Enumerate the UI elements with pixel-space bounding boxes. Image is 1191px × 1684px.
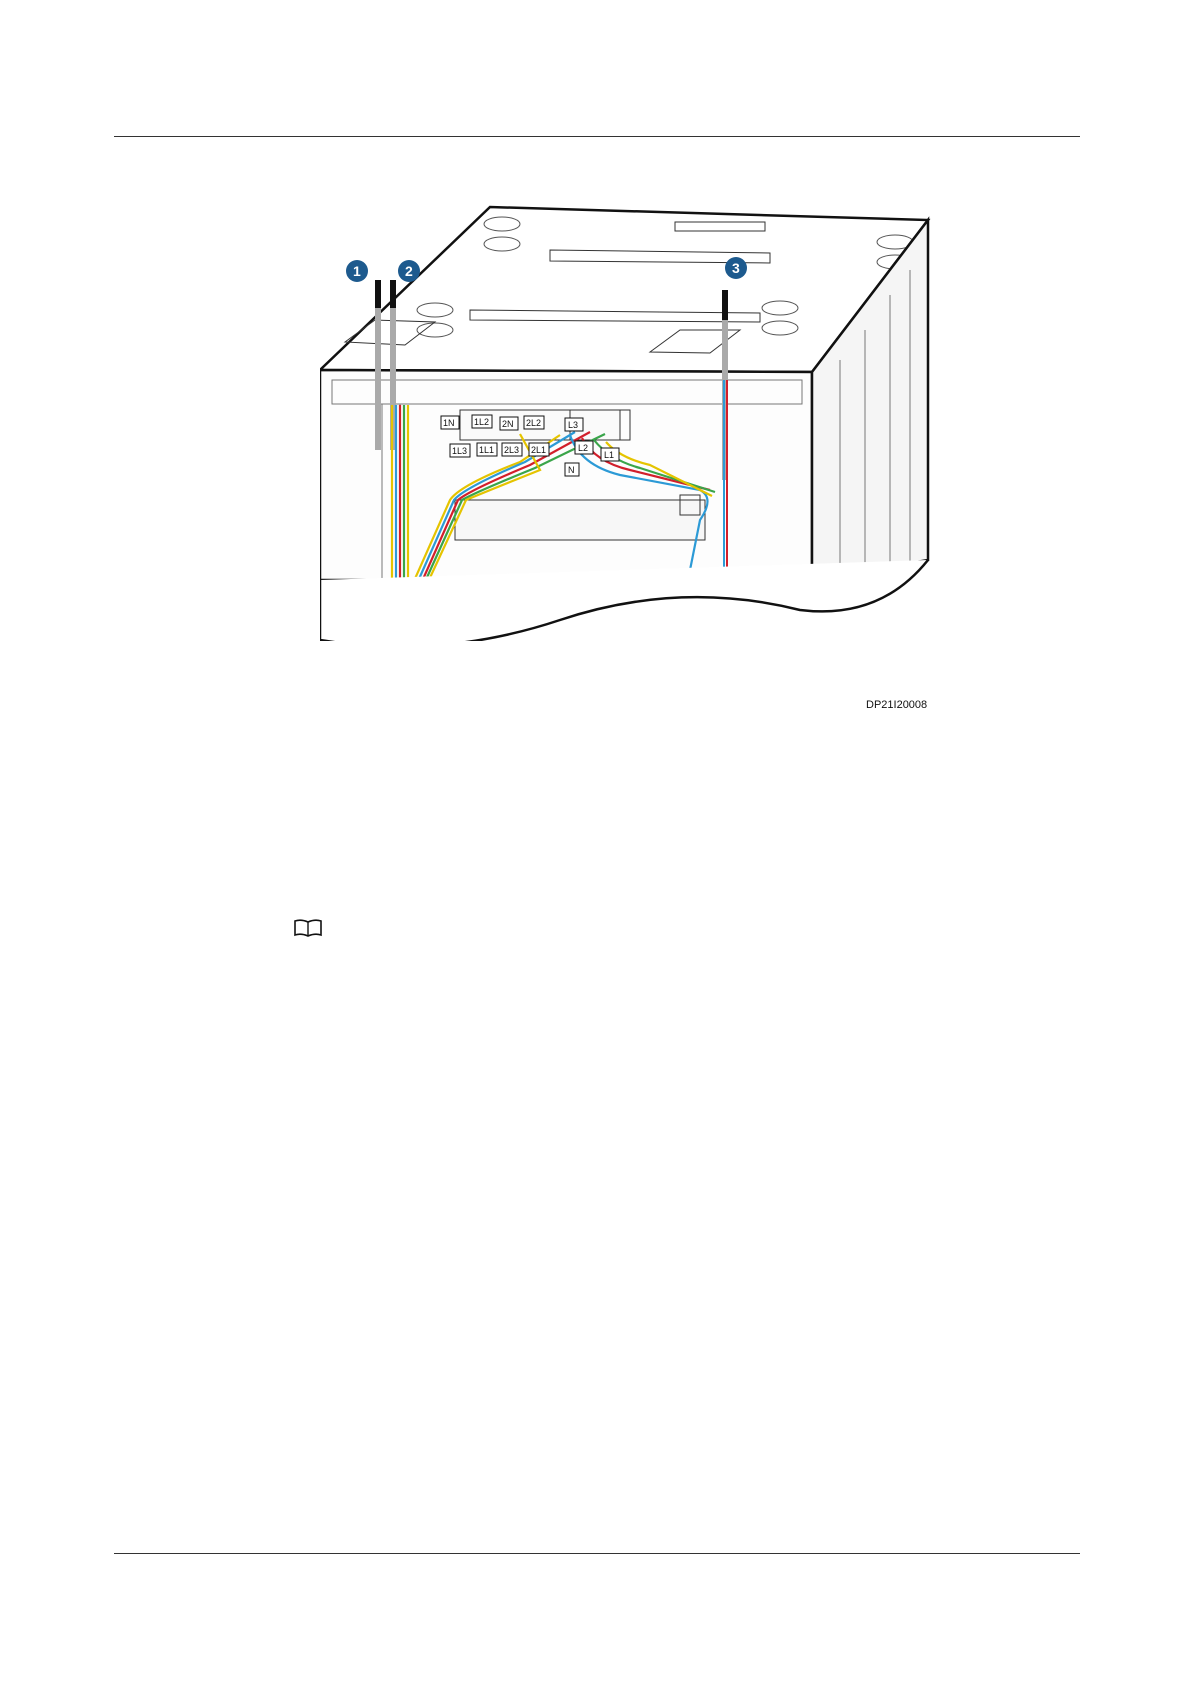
terminal-label-2l2: 2L2 (526, 418, 541, 428)
terminal-label-l3: L3 (568, 420, 578, 430)
terminal-label-l2: L2 (578, 443, 588, 453)
svg-text:1: 1 (353, 263, 361, 279)
book-icon (293, 918, 323, 938)
terminal-label-1l2: 1L2 (474, 417, 489, 427)
figure-id: DP21I20008 (866, 699, 927, 711)
terminal-label-n: N (568, 465, 575, 475)
terminal-label-1l3: 1L3 (452, 446, 467, 456)
svg-text:2: 2 (405, 263, 413, 279)
callout-2: 2 (398, 260, 420, 282)
svg-text:3: 3 (732, 260, 740, 276)
footer-rule (114, 1553, 1080, 1554)
callout-1: 1 (346, 260, 368, 282)
cabinet-wiring-diagram: 1N 1L2 2N 2L2 1L3 1L1 2L3 2L1 L3 L2 L1 N… (320, 200, 940, 700)
header-rule (114, 136, 1080, 137)
terminal-label-2l1: 2L1 (531, 445, 546, 455)
terminal-label-2n: 2N (502, 419, 514, 429)
terminal-label-l1: L1 (604, 450, 614, 460)
terminal-label-2l3: 2L3 (504, 445, 519, 455)
terminal-label-1n: 1N (443, 418, 455, 428)
terminal-label-1l1: 1L1 (479, 445, 494, 455)
callout-3: 3 (725, 257, 747, 279)
